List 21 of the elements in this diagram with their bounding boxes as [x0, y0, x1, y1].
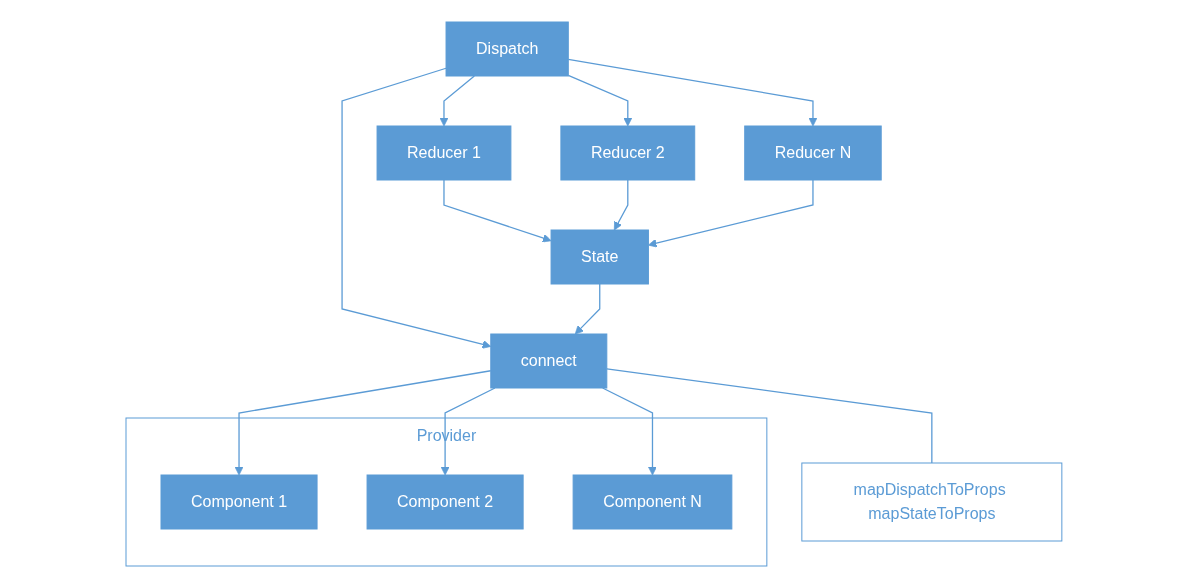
node-box: Reducer 2	[560, 125, 696, 180]
arrow	[443, 178, 552, 242]
node-box: Dispatch	[445, 21, 569, 76]
connector	[606, 367, 933, 464]
node-box: mapDispatchToProps mapStateToProps	[801, 462, 1063, 541]
arrow	[614, 178, 629, 230]
arrow	[648, 178, 814, 247]
node-box: Component 2	[366, 474, 524, 529]
node-box: Component N	[572, 474, 733, 529]
arrow	[439, 74, 476, 126]
arrow	[341, 67, 492, 349]
arrow	[567, 58, 818, 126]
node-box: Reducer N	[744, 125, 882, 180]
arrow	[234, 369, 492, 475]
node-box: Reducer 1	[376, 125, 512, 180]
arrow	[602, 386, 657, 475]
node-box: State	[550, 229, 649, 284]
node-box: Component 1	[160, 474, 318, 529]
arrow	[567, 74, 633, 126]
node-box: connect	[490, 333, 608, 388]
arrow	[574, 282, 601, 334]
